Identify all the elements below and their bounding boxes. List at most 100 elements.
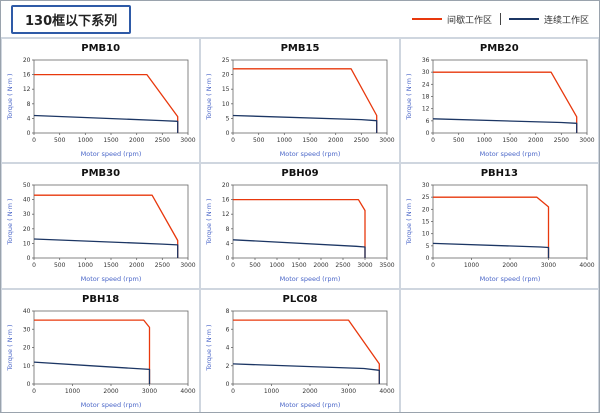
- svg-text:6: 6: [226, 326, 230, 333]
- svg-text:20: 20: [23, 226, 31, 233]
- svg-text:Torque ( N·m ): Torque ( N·m ): [205, 73, 213, 120]
- svg-text:16: 16: [222, 197, 230, 204]
- svg-text:2000: 2000: [314, 262, 329, 269]
- svg-text:12: 12: [23, 86, 31, 93]
- svg-text:1500: 1500: [303, 137, 318, 144]
- svg-text:0: 0: [231, 388, 235, 395]
- legend-label-continuous: 连续工作区: [543, 15, 589, 26]
- chart-title: PBH09: [281, 168, 319, 180]
- svg-text:6: 6: [425, 118, 429, 125]
- svg-text:2000: 2000: [303, 388, 318, 395]
- svg-text:0: 0: [425, 130, 429, 137]
- svg-text:4: 4: [226, 344, 230, 351]
- svg-text:Torque ( N·m ): Torque ( N·m ): [6, 199, 14, 246]
- svg-text:50: 50: [23, 182, 31, 189]
- svg-text:2000: 2000: [103, 388, 118, 395]
- svg-text:2500: 2500: [354, 137, 369, 144]
- svg-text:500: 500: [54, 262, 66, 269]
- svg-text:3000: 3000: [142, 388, 157, 395]
- svg-text:4000: 4000: [180, 388, 195, 395]
- svg-text:10: 10: [23, 241, 31, 248]
- svg-text:3500: 3500: [380, 262, 395, 269]
- svg-text:36: 36: [422, 57, 430, 64]
- svg-text:Motor speed (rpm): Motor speed (rpm): [479, 150, 540, 158]
- svg-text:8: 8: [27, 101, 31, 108]
- svg-text:30: 30: [422, 182, 430, 189]
- intermittent-line-icon: [411, 18, 442, 20]
- svg-text:12: 12: [422, 106, 430, 113]
- chart-title: PMB20: [479, 43, 519, 54]
- svg-text:0: 0: [32, 137, 36, 144]
- svg-text:Motor speed (rpm): Motor speed (rpm): [81, 150, 142, 158]
- chart-title: PMB10: [81, 43, 121, 54]
- page-title: 130框以下系列: [11, 4, 132, 34]
- svg-text:2500: 2500: [336, 262, 351, 269]
- svg-text:2500: 2500: [553, 137, 568, 144]
- svg-text:8: 8: [226, 226, 230, 233]
- svg-text:15: 15: [222, 86, 230, 93]
- svg-text:1000: 1000: [65, 388, 80, 395]
- svg-text:2: 2: [226, 362, 230, 369]
- svg-text:1000: 1000: [476, 137, 491, 144]
- svg-text:Motor speed (rpm): Motor speed (rpm): [479, 275, 540, 283]
- svg-text:500: 500: [253, 137, 265, 144]
- svg-text:1500: 1500: [103, 262, 118, 269]
- svg-text:10: 10: [23, 362, 31, 369]
- svg-text:0: 0: [431, 137, 435, 144]
- svg-text:3000: 3000: [380, 137, 395, 144]
- svg-text:1000: 1000: [270, 262, 285, 269]
- svg-text:2000: 2000: [129, 137, 144, 144]
- svg-text:4000: 4000: [579, 262, 594, 269]
- chart-title: PLC08: [282, 293, 318, 305]
- legend-item-intermittent: 间歇工作区: [411, 13, 492, 26]
- legend-item-continuous: 连续工作区: [508, 13, 589, 26]
- svg-text:1000: 1000: [264, 388, 279, 395]
- svg-text:16: 16: [23, 72, 31, 79]
- legend-label-intermittent: 间歇工作区: [446, 15, 492, 26]
- svg-text:30: 30: [422, 69, 430, 76]
- svg-text:0: 0: [226, 130, 230, 137]
- chart-title: PMB30: [81, 168, 121, 180]
- svg-text:0: 0: [231, 262, 235, 269]
- svg-text:10: 10: [422, 231, 430, 238]
- legend-separator: [499, 13, 501, 25]
- svg-text:20: 20: [422, 207, 430, 214]
- chart-title: PBH13: [480, 168, 518, 180]
- svg-text:0: 0: [32, 388, 36, 395]
- svg-text:2500: 2500: [155, 137, 170, 144]
- svg-text:15: 15: [422, 219, 430, 226]
- svg-text:20: 20: [222, 182, 230, 189]
- svg-text:30: 30: [23, 326, 31, 333]
- svg-text:Torque ( N·m ): Torque ( N·m ): [6, 324, 14, 371]
- svg-text:2000: 2000: [528, 137, 543, 144]
- svg-text:0: 0: [32, 262, 36, 269]
- svg-text:Torque ( N·m ): Torque ( N·m ): [405, 199, 413, 246]
- svg-text:30: 30: [23, 212, 31, 219]
- svg-text:10: 10: [222, 101, 230, 108]
- svg-text:Motor speed (rpm): Motor speed (rpm): [81, 275, 142, 283]
- svg-text:0: 0: [226, 255, 230, 262]
- svg-text:500: 500: [54, 137, 66, 144]
- svg-text:2000: 2000: [129, 262, 144, 269]
- svg-text:3000: 3000: [180, 137, 195, 144]
- svg-text:3000: 3000: [541, 262, 556, 269]
- svg-text:5: 5: [226, 115, 230, 122]
- svg-text:0: 0: [425, 255, 429, 262]
- svg-text:2000: 2000: [502, 262, 517, 269]
- svg-text:40: 40: [23, 308, 31, 315]
- chart-title: PBH18: [82, 293, 120, 305]
- svg-text:0: 0: [231, 137, 235, 144]
- svg-text:40: 40: [23, 197, 31, 204]
- svg-text:4: 4: [27, 115, 31, 122]
- svg-text:Torque ( N·m ): Torque ( N·m ): [405, 73, 413, 120]
- header: 130框以下系列 间歇工作区 连续工作区: [1, 1, 599, 37]
